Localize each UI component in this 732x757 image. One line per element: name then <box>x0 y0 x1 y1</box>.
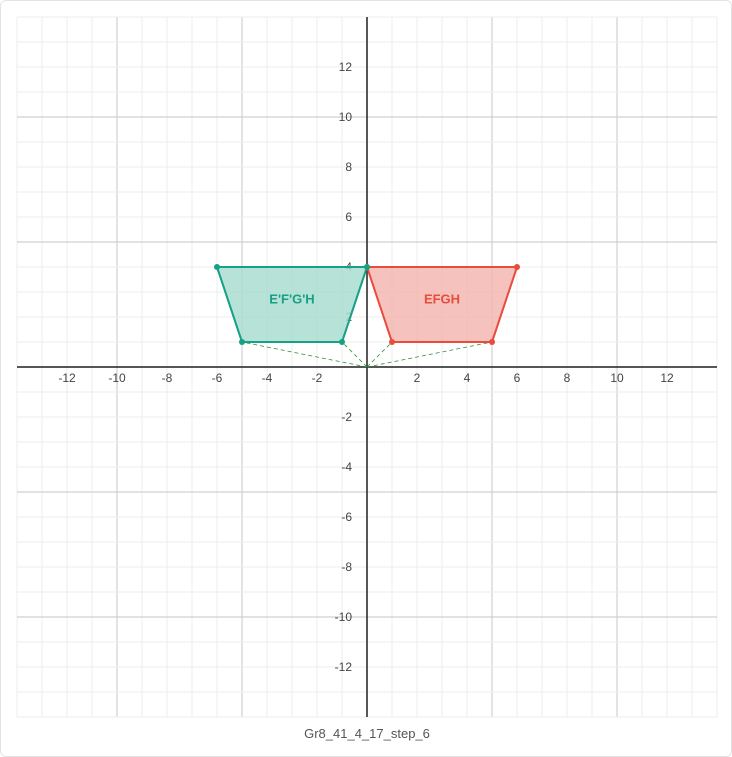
x-tick-label: -8 <box>162 371 173 385</box>
shape-efgh-label: EFGH <box>424 292 460 307</box>
shape-efgh-vertex <box>514 264 520 270</box>
tick-labels: -12-10-8-6-4-22468101212108642-2-4-6-8-1… <box>58 60 674 674</box>
x-tick-label: 12 <box>660 371 674 385</box>
guide-line <box>366 341 493 368</box>
x-tick-label: 10 <box>610 371 624 385</box>
x-tick-label: -10 <box>108 371 126 385</box>
y-tick-label: -6 <box>341 510 352 524</box>
x-tick-label: 2 <box>414 371 421 385</box>
graph-caption: Gr8_41_4_17_step_6 <box>304 726 430 741</box>
y-tick-label: 12 <box>339 60 353 74</box>
guide-line <box>341 341 368 368</box>
x-tick-label: 6 <box>514 371 521 385</box>
y-tick-label: -10 <box>335 610 353 624</box>
y-tick-label: -12 <box>335 660 353 674</box>
y-tick-label: -4 <box>341 460 352 474</box>
shape-efgh-image-vertex <box>364 264 370 270</box>
shape-efgh-image-vertex <box>339 339 345 345</box>
x-tick-label: -4 <box>262 371 273 385</box>
y-tick-label: 6 <box>345 210 352 224</box>
shapes: EFGH E'F'G'H <box>214 264 520 345</box>
x-tick-label: -2 <box>312 371 323 385</box>
y-tick-label: -2 <box>341 410 352 424</box>
x-tick-label: 8 <box>564 371 571 385</box>
y-tick-label: 10 <box>339 110 353 124</box>
x-tick-label: 4 <box>464 371 471 385</box>
x-tick-label: -6 <box>212 371 223 385</box>
shape-efgh-vertex <box>389 339 395 345</box>
shape-efgh-vertex <box>489 339 495 345</box>
guide-lines <box>241 341 493 368</box>
shape-efgh-image-vertex <box>214 264 220 270</box>
guide-line <box>366 341 393 368</box>
y-tick-label: -8 <box>341 560 352 574</box>
y-tick-label: 8 <box>345 160 352 174</box>
shape-efgh-image-label: E'F'G'H <box>269 292 314 307</box>
guide-line <box>241 341 368 368</box>
x-tick-label: -12 <box>58 371 76 385</box>
coordinate-plane: -12-10-8-6-4-22468101212108642-2-4-6-8-1… <box>16 16 718 718</box>
shape-efgh-image-vertex <box>239 339 245 345</box>
